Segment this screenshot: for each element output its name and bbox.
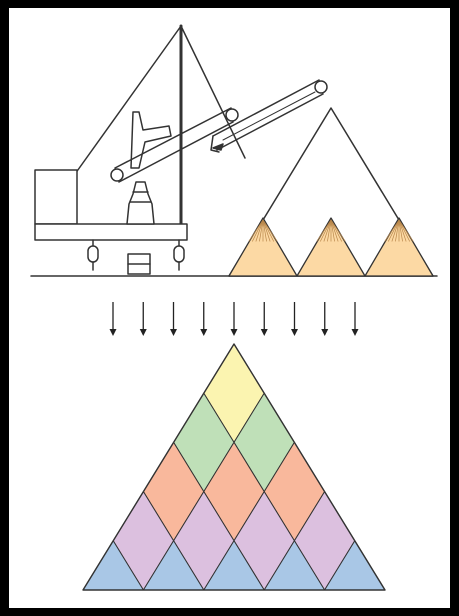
boom-discharge <box>213 144 223 150</box>
down-arrow-icon <box>261 302 268 336</box>
sand-pile <box>229 218 297 276</box>
counterweight-cabin <box>35 170 77 224</box>
slew-column <box>127 182 154 224</box>
right-bogie <box>174 240 184 270</box>
down-arrow-icon <box>291 302 298 336</box>
sand-pile <box>365 218 433 276</box>
down-arrow-icon <box>231 302 238 336</box>
stockpile-under-construction <box>229 108 433 276</box>
feed-chute <box>131 112 171 168</box>
gantry-diagonal <box>75 26 181 174</box>
down-arrows <box>110 302 359 336</box>
down-arrow-icon <box>170 302 177 336</box>
stockpile-diagram <box>9 8 450 608</box>
down-arrow-icon <box>140 302 147 336</box>
pile-layer-3 <box>143 442 324 540</box>
sand-pile <box>297 218 365 276</box>
chassis-platform <box>35 224 187 240</box>
down-arrow-icon <box>200 302 207 336</box>
left-bogie <box>88 240 98 270</box>
down-arrow-icon <box>352 302 359 336</box>
layered-stockpile <box>83 344 385 590</box>
stacker-machine <box>31 26 437 276</box>
down-arrow-icon <box>321 302 328 336</box>
diagram-panel <box>9 8 450 608</box>
down-arrow-icon <box>110 302 117 336</box>
